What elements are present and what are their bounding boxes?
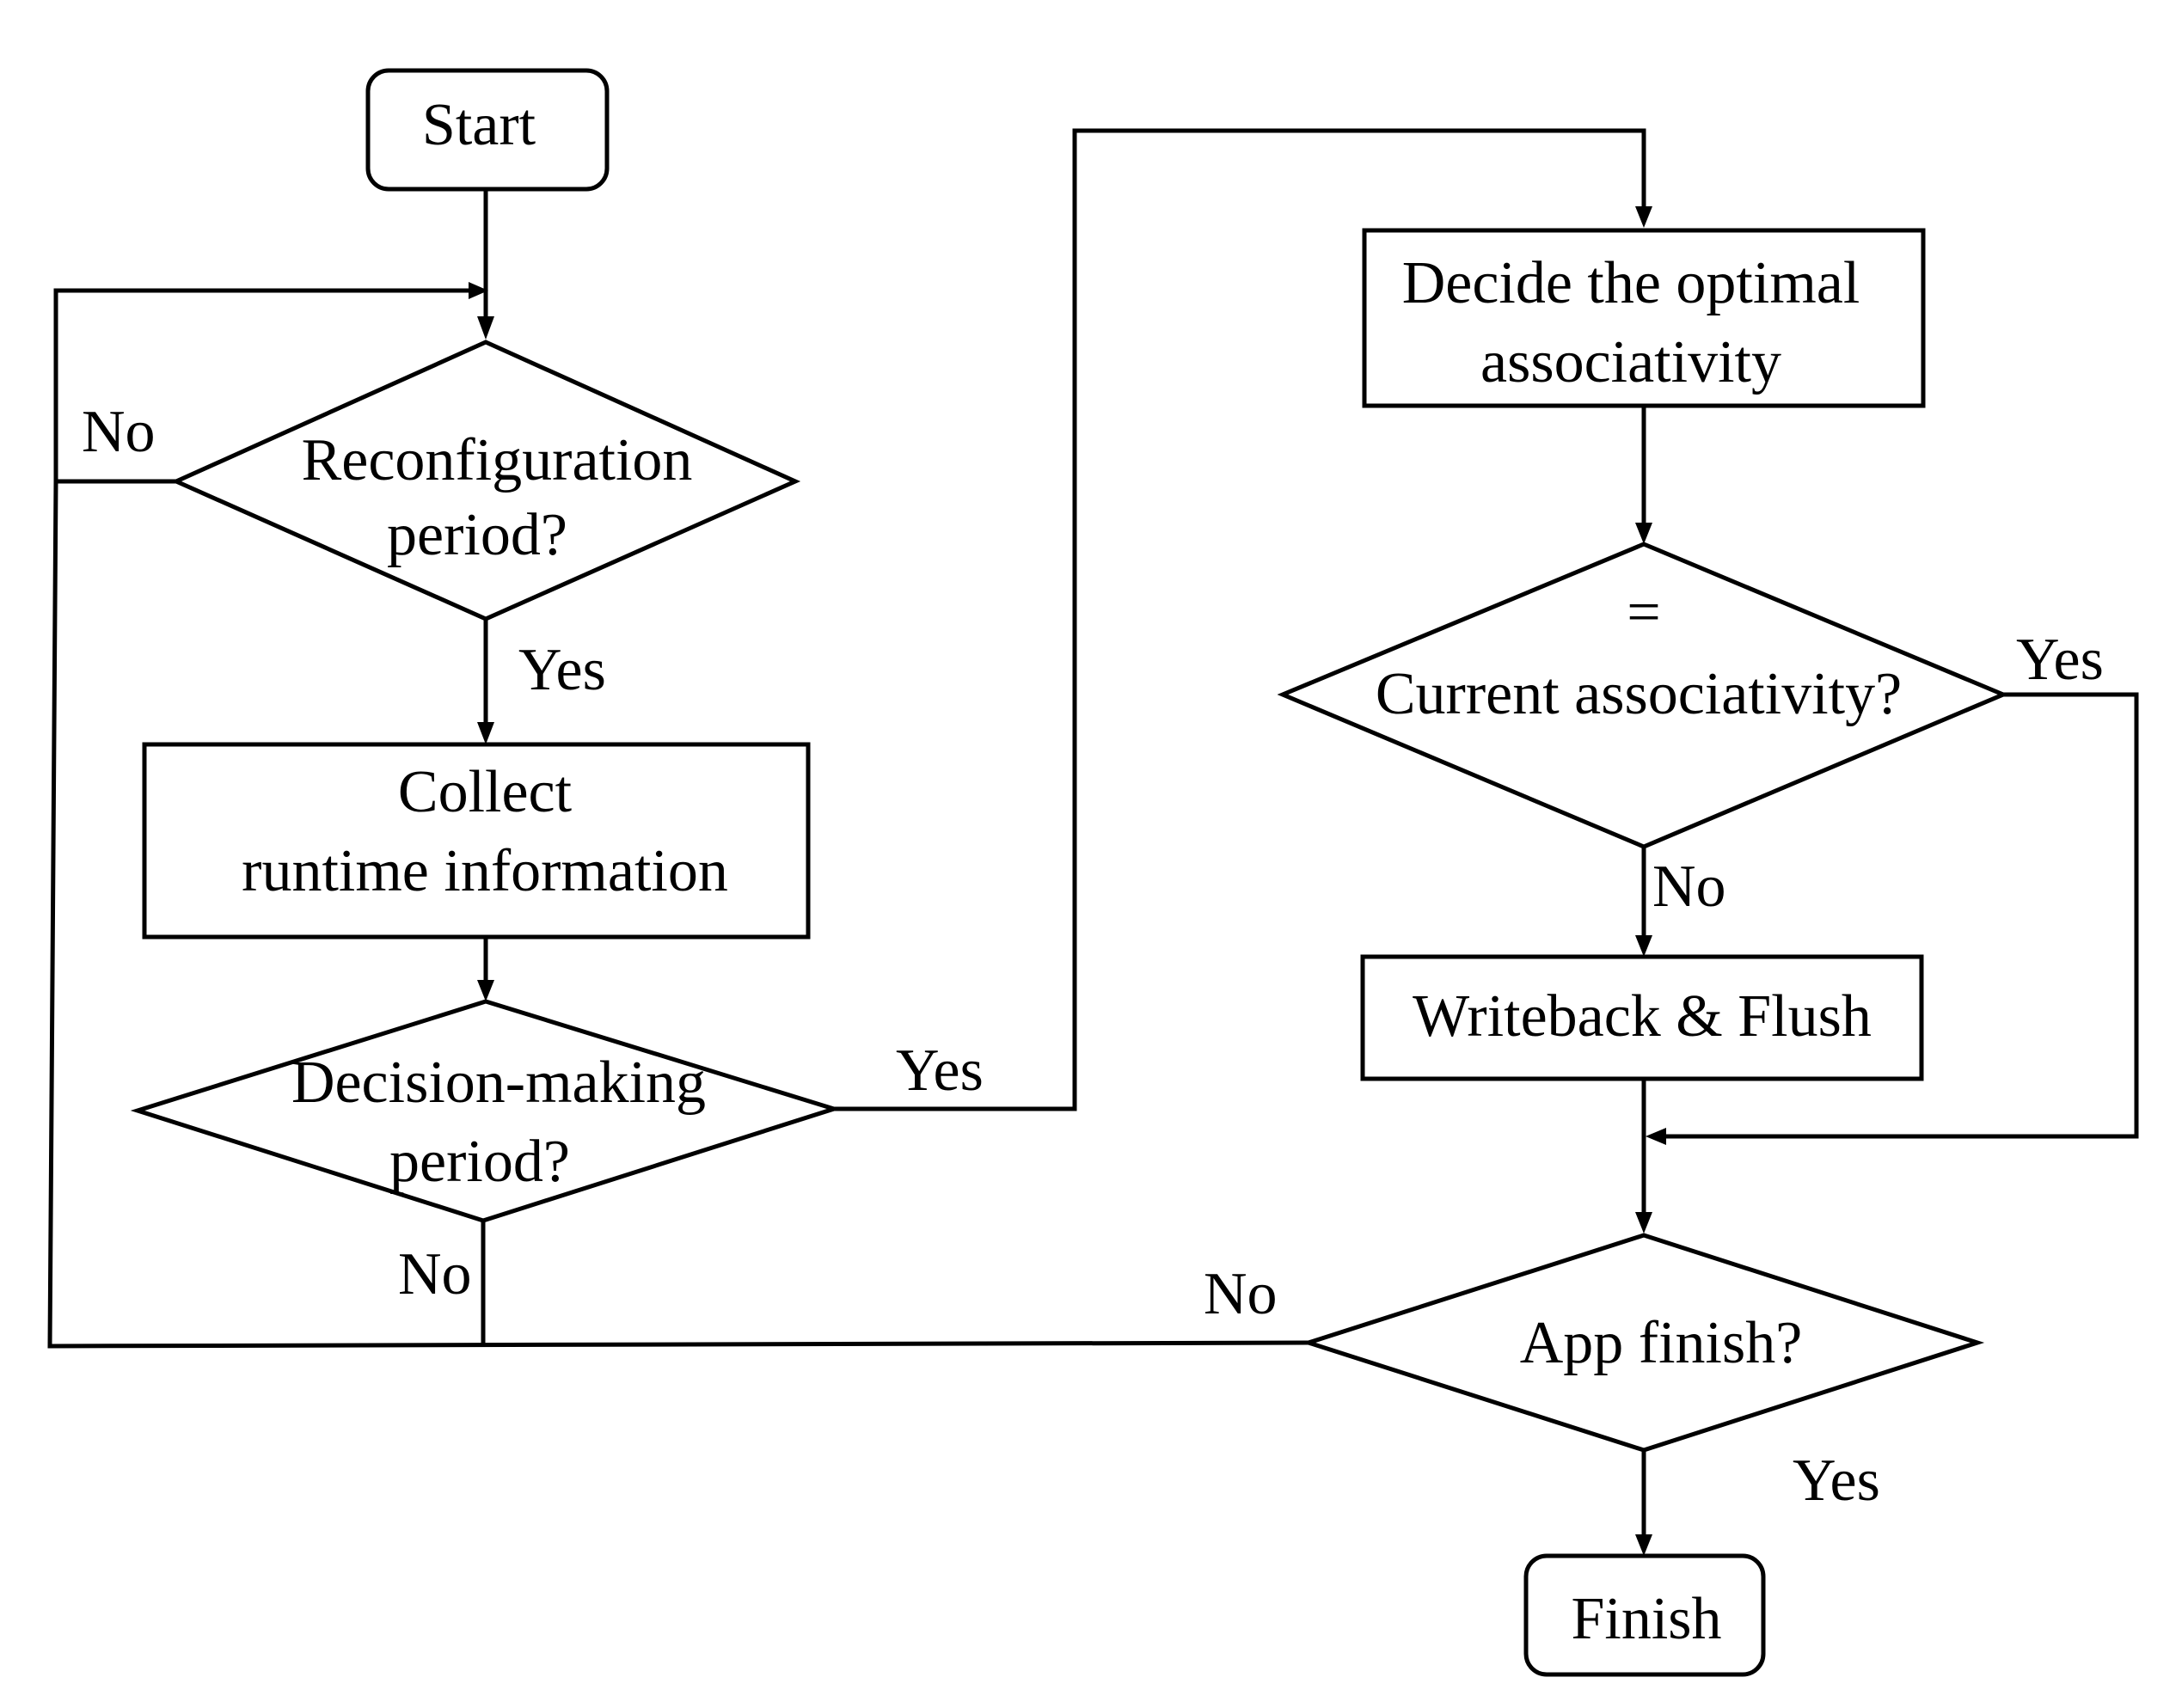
node-reconfiguration-period: Reconfiguration period?: [170, 340, 801, 621]
app-finish-diamond: [1301, 1233, 1985, 1453]
arrowhead: [1646, 1128, 1666, 1145]
current-label-line-2: Current associativity?: [1376, 661, 1902, 727]
node-decision-making-period: Decision-making period?: [130, 999, 842, 1223]
edge-labels: No Yes Yes No Yes No No Yes: [82, 399, 2104, 1514]
start-label: Start: [422, 92, 536, 158]
reconfig-label-line-2: period?: [387, 502, 567, 568]
writeback-label: Writeback & Flush: [1413, 983, 1872, 1050]
reconfig-decision-diamond: [170, 340, 801, 621]
current-label-line-1: =: [1627, 579, 1660, 646]
finish-terminal: [1523, 1553, 1766, 1677]
node-finish: Finish: [1523, 1553, 1766, 1677]
current-decision-diamond: [1277, 542, 2009, 849]
node-decide-optimal: Decide the optimal associativity: [1362, 228, 1926, 408]
edge-current-yes-to-merge: [1666, 692, 2139, 1139]
arrowhead: [477, 722, 494, 744]
writeback-process-box: [1360, 954, 1924, 1081]
arrowhead: [1635, 1534, 1652, 1556]
collect-label-line-2: runtime information: [242, 838, 728, 904]
app-no-label: No: [1204, 1261, 1278, 1327]
decision-label-line-1: Decision-making: [291, 1050, 706, 1116]
decision-making-diamond: [130, 999, 842, 1223]
node-collect-runtime: Collect runtime information: [142, 742, 811, 940]
collect-label-line-1: Collect: [398, 759, 573, 825]
current-yes-label: Yes: [2016, 627, 2104, 693]
edge-reconfig-no-loop: [53, 288, 469, 484]
collect-process-box: [142, 742, 811, 940]
arrowhead: [1635, 935, 1652, 957]
edge-decision-yes-to-decide: [834, 128, 1646, 1111]
decision-no-label: No: [398, 1241, 472, 1307]
node-writeback-flush: Writeback & Flush: [1360, 954, 1924, 1081]
arrowhead: [1635, 206, 1652, 228]
arrowhead: [477, 316, 494, 340]
reconfig-label-line-1: Reconfiguration: [302, 427, 693, 493]
decide-label-line-1: Decide the optimal: [1402, 250, 1860, 316]
arrowhead: [1635, 1212, 1652, 1234]
node-start: Start: [365, 68, 610, 192]
node-app-finish: App finish?: [1301, 1233, 1985, 1453]
decide-process-box: [1362, 228, 1926, 408]
arrowhead: [477, 980, 494, 1001]
start-terminal: [365, 68, 610, 192]
reconfig-no-label: No: [82, 399, 156, 465]
edge-app-no-loop: [47, 481, 1309, 1349]
node-current-associativity: = Current associativity?: [1277, 542, 2009, 849]
decide-label-line-2: associativity: [1480, 329, 1781, 395]
arrowhead: [1635, 523, 1652, 544]
edges: [47, 128, 2139, 1556]
finish-label: Finish: [1571, 1586, 1721, 1652]
decision-yes-label: Yes: [896, 1038, 984, 1104]
current-no-label: No: [1652, 854, 1726, 920]
reconfig-yes-label: Yes: [518, 637, 606, 703]
app-yes-label: Yes: [1793, 1448, 1880, 1514]
decision-label-line-2: period?: [389, 1129, 570, 1195]
arrowhead: [469, 282, 488, 299]
app-finish-label: App finish?: [1520, 1310, 1803, 1376]
